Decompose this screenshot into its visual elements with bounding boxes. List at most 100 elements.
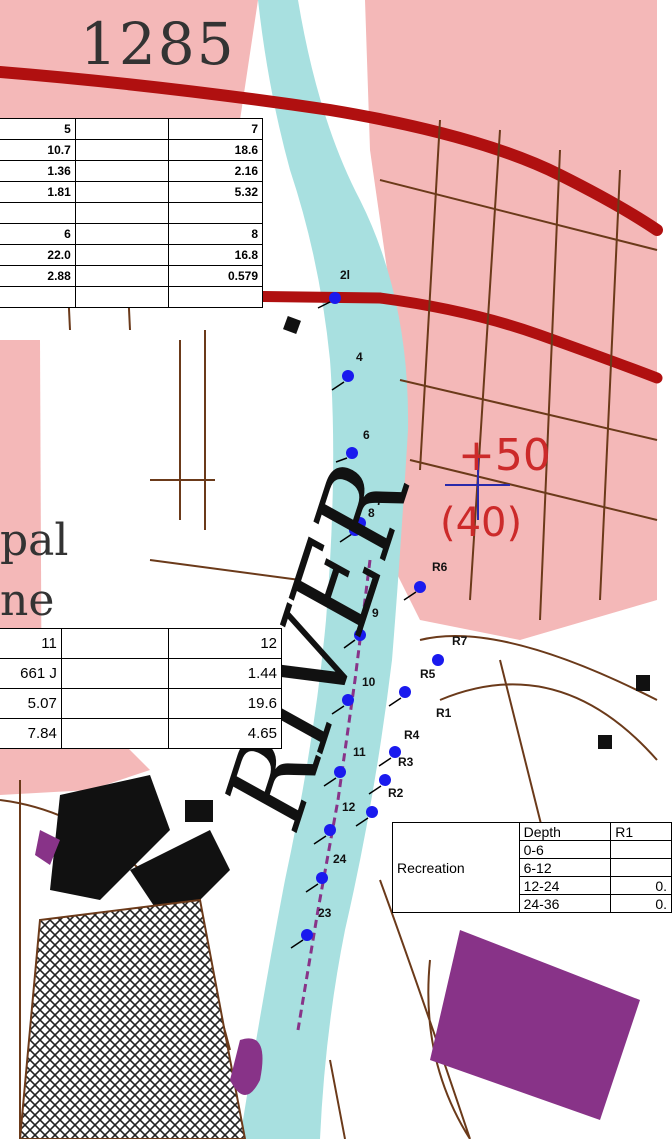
table-cell: [60, 718, 170, 749]
table-cell: [74, 181, 170, 203]
sample-marker[interactable]: [355, 806, 378, 827]
sample-label: 6: [363, 428, 370, 442]
sample-marker[interactable]: [378, 746, 401, 767]
table-cell: [74, 202, 170, 224]
sample-label: R1: [436, 706, 452, 720]
river: [240, 0, 409, 1139]
sample-markers: [290, 292, 444, 949]
sample-marker[interactable]: [331, 694, 354, 715]
purple-area-small: [35, 830, 60, 865]
table-cell: [74, 223, 170, 245]
sample-marker[interactable]: [388, 686, 411, 707]
contour-line: [419, 635, 658, 901]
sample-marker[interactable]: [290, 929, 313, 949]
sample-label: 23: [318, 906, 332, 920]
parcel-number-label: 1285: [80, 10, 236, 78]
sample-label: R7: [452, 634, 468, 648]
depth-cell: 12-24: [518, 876, 612, 895]
sample-label: R4: [404, 728, 420, 742]
sample-label: 8: [368, 506, 375, 520]
table-cell: [168, 202, 263, 224]
purple-areas: [35, 830, 640, 1120]
table-cell: [0, 202, 76, 224]
header-depth: Depth: [518, 822, 612, 841]
elevation-mark-label: +50: [458, 430, 551, 481]
sample-marker[interactable]: [323, 766, 346, 787]
value-cell: 0.: [610, 894, 672, 913]
contour-line: [379, 179, 658, 521]
urban-area-southwest: [0, 740, 150, 795]
table-cell: 11: [0, 628, 62, 659]
lattice-area: [18, 898, 247, 1139]
sample-label: 10: [362, 675, 376, 689]
value-cell: [610, 858, 672, 877]
building: [50, 775, 170, 900]
contour-line: [419, 119, 621, 621]
table-cell: [74, 286, 170, 308]
sample-label: 24: [333, 852, 347, 866]
sample-marker[interactable]: [335, 447, 358, 463]
table-cell: [60, 658, 170, 689]
table-cell: [168, 286, 263, 308]
contour-line: [149, 330, 301, 581]
sample-marker[interactable]: [331, 370, 354, 391]
elevation-sub-label: (40): [440, 500, 523, 546]
depth-cell: 0-6: [518, 840, 612, 859]
building: [636, 675, 650, 691]
roads: [0, 66, 663, 384]
sample-label: 9: [372, 606, 379, 620]
value-cell: [610, 840, 672, 859]
sample-label: 12: [342, 800, 356, 814]
table-cell: 7.84: [0, 718, 62, 749]
sample-marker[interactable]: [313, 824, 336, 845]
sample-marker[interactable]: [432, 654, 444, 666]
table-cell: 10.7: [0, 139, 76, 161]
table-cell: 661 J: [0, 658, 62, 689]
building: [598, 735, 612, 749]
sample-marker[interactable]: [349, 524, 361, 536]
sample-marker[interactable]: [305, 872, 328, 893]
side-label-a: pal: [0, 515, 69, 566]
table-cell: 0.579: [168, 265, 263, 287]
table-cell: [74, 244, 170, 266]
depth-cell: 6-12: [518, 858, 612, 877]
sample-label: 4: [356, 350, 363, 364]
value-cell: 0.: [610, 876, 672, 895]
table-cell: 5.07: [0, 688, 62, 719]
table-row: [0, 202, 263, 224]
table-cell: 2.88: [0, 265, 76, 287]
table-row: 10.7 18.6: [0, 139, 263, 161]
table-cell: [74, 160, 170, 182]
table-cell: 19.6: [168, 688, 282, 719]
table-cell: 18.6: [168, 139, 263, 161]
sample-marker[interactable]: [343, 629, 366, 649]
category-cell: Recreation: [392, 822, 520, 913]
recreation-depth-table: Recreation Depth R1 0-6 6-12 12-24 0. 24…: [392, 822, 672, 913]
table-cell: [60, 688, 170, 719]
sample-label: 11: [353, 745, 366, 759]
sample-marker[interactable]: [403, 581, 426, 601]
header-r1: R1: [610, 822, 672, 841]
table-row: 2.88 0.579: [0, 265, 263, 287]
survey-crosshair: [445, 455, 510, 520]
table-row: [0, 286, 263, 308]
table-cell: 5: [0, 118, 76, 140]
sample-marker[interactable]: [317, 292, 341, 309]
sample-label: 7: [376, 494, 383, 508]
sample-marker[interactable]: [368, 774, 391, 795]
table-cell: [74, 265, 170, 287]
table-cell: 8: [168, 223, 263, 245]
table-row: 5.07 19.6: [0, 688, 282, 719]
purple-blob: [230, 1038, 263, 1095]
main-road-north: [0, 66, 663, 236]
table-cell: [0, 286, 76, 308]
sample-label: R3: [398, 755, 414, 769]
